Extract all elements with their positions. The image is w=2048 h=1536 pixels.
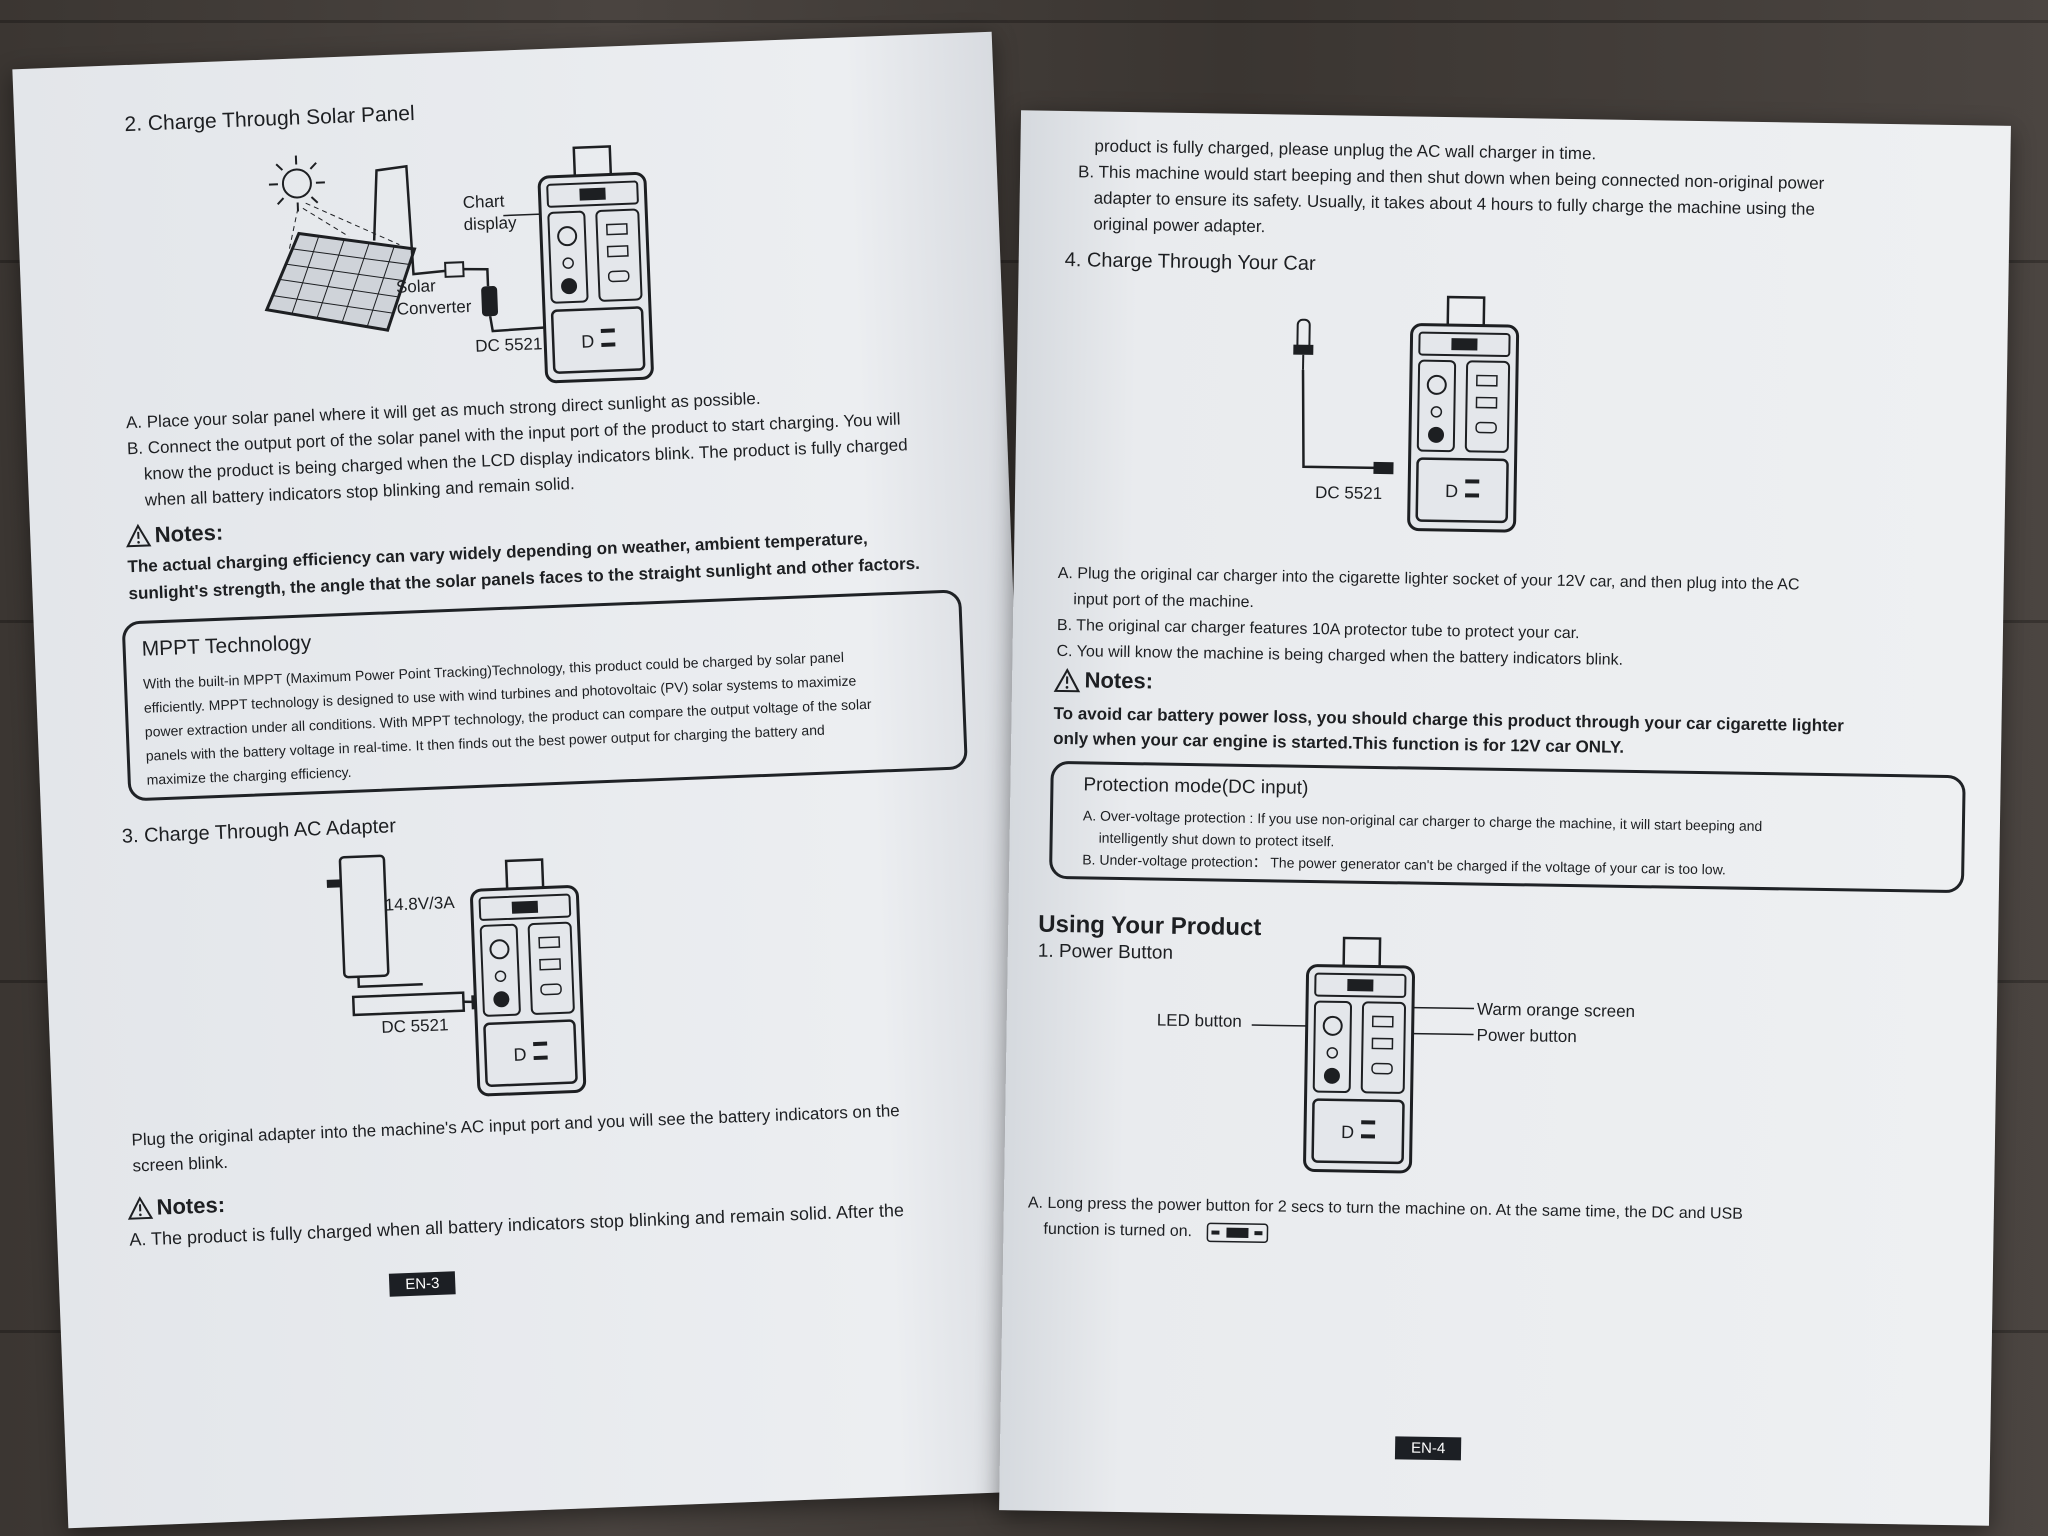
protection-title: Protection mode(DC input) bbox=[1083, 774, 1309, 799]
page-number-left: EN-3 bbox=[388, 1271, 456, 1297]
warm-screen-label: Warm orange screen bbox=[1476, 999, 1636, 1022]
svg-text:D: D bbox=[581, 331, 595, 351]
notes-title-text-1: Notes: bbox=[154, 519, 224, 548]
notes-title-1: Notes: bbox=[126, 520, 224, 550]
solar-cable bbox=[372, 164, 558, 333]
warning-triangle-icon bbox=[127, 1196, 154, 1220]
using-title: Using Your Product bbox=[1038, 910, 1262, 942]
power-line: function is turned on. bbox=[1043, 1220, 1193, 1241]
power-button-body: A. Long press the power button for 2 sec… bbox=[1027, 1191, 1948, 1257]
solar-converter-label: Solar Converter bbox=[396, 274, 472, 321]
power-station-illustration: D bbox=[537, 145, 654, 384]
solar-steps: A. Place your solar panel where it will … bbox=[126, 380, 929, 515]
ac-body: Plug the original adapter into the machi… bbox=[131, 1096, 952, 1179]
car-steps: A. Plug the original car charger into th… bbox=[1056, 561, 1978, 679]
solar-converter-label-line1: Solar bbox=[395, 276, 437, 297]
sun-icon bbox=[268, 155, 325, 212]
right-top-text: product is fully charged, please unplug … bbox=[1077, 133, 1979, 251]
warning-triangle-icon bbox=[1053, 667, 1081, 692]
power-button-heading: 1. Power Button bbox=[1037, 940, 1174, 964]
solar-heading: 2. Charge Through Solar Panel bbox=[124, 101, 416, 137]
notes-title-3: Notes: bbox=[1053, 667, 1154, 695]
mppt-title: MPPT Technology bbox=[141, 631, 312, 661]
solar-dc-label: DC 5521 bbox=[474, 334, 543, 356]
power-button-label: Power button bbox=[1476, 1025, 1577, 1047]
solar-panel-illustration bbox=[264, 202, 417, 332]
svg-text:D: D bbox=[513, 1044, 527, 1064]
right-page: product is fully charged, please unplug … bbox=[999, 110, 2011, 1526]
wood-grain bbox=[0, 20, 2048, 23]
svg-text:D: D bbox=[1445, 481, 1458, 501]
notes-title-text-3: Notes: bbox=[1084, 667, 1154, 694]
power-station-illustration: D bbox=[1407, 295, 1520, 533]
led-button-label: LED button bbox=[1156, 1010, 1242, 1031]
car-charger-illustration bbox=[1293, 318, 1394, 475]
page-number-right: EN-4 bbox=[1394, 1436, 1462, 1461]
battery-display-icon bbox=[1206, 1222, 1269, 1243]
protection-body: A. Over-voltage protection : If you use … bbox=[1082, 804, 1953, 884]
mppt-box: MPPT Technology With the built-in MPPT (… bbox=[121, 589, 968, 802]
ac-voltage-label: 14.8V/3A bbox=[384, 892, 455, 915]
ac-dc-label: DC 5521 bbox=[381, 1015, 449, 1037]
svg-text:D: D bbox=[1341, 1122, 1354, 1142]
ac-heading: 3. Charge Through AC Adapter bbox=[121, 815, 397, 848]
solar-converter-label-line2: Converter bbox=[396, 296, 472, 319]
left-page: 2. Charge Through Solar Panel Char bbox=[12, 31, 1048, 1529]
notes-title-2: Notes: bbox=[127, 1192, 226, 1222]
notes-2-line: A. The product is fully charged when all… bbox=[128, 1199, 905, 1250]
mppt-body: With the built-in MPPT (Maximum Power Po… bbox=[143, 641, 957, 792]
power-station-illustration: D bbox=[1303, 936, 1415, 1174]
protection-box: Protection mode(DC input) A. Over-voltag… bbox=[1048, 760, 1966, 894]
warning-triangle-icon bbox=[126, 523, 152, 548]
notes-title-text-2: Notes: bbox=[156, 1192, 226, 1220]
car-dc-label: DC 5521 bbox=[1314, 482, 1383, 504]
car-heading: 4. Charge Through Your Car bbox=[1064, 249, 1316, 275]
notes-body-3: To avoid car battery power loss, you sho… bbox=[1053, 701, 1974, 765]
power-station-illustration: D bbox=[470, 858, 587, 1097]
